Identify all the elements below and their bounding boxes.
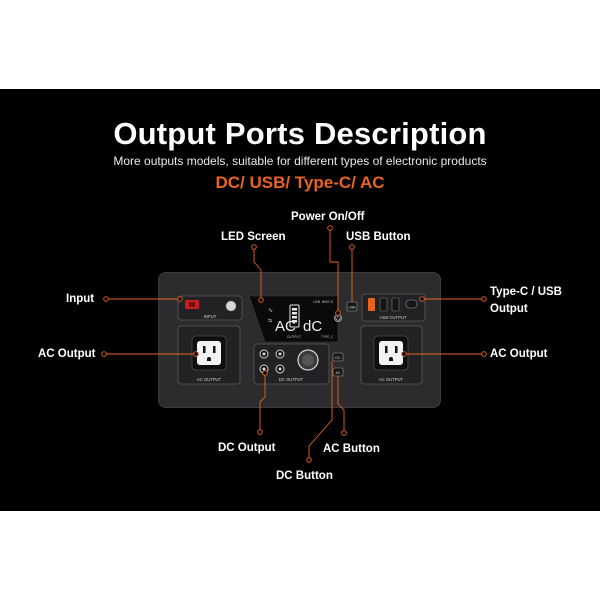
screen-e-indicator: E [331,300,334,304]
led-screen: AC dC OUTPUT USB BMS E TYPE_C ∿ ⇆ [248,295,339,343]
page-title: Output Ports Description [113,116,487,151]
dc-output-module: DC OUTPUT [253,343,330,385]
dc-button-tag: DC [335,356,341,360]
screen-typec-indicator: TYPE_C [321,335,334,339]
screen-ac-readout: AC [275,318,296,335]
control-buttons: DC AC [332,314,344,377]
callout-typec-usb-output: Type-C / USB Output [490,285,562,317]
input-fuse-icon [225,300,237,312]
dc-output-label: DC OUTPUT [279,377,304,382]
screen-ac-symbol-icon: ∿ [268,308,273,314]
port-types-heading: DC/ USB/ Type-C/ AC [215,173,385,192]
power-icon [335,316,341,321]
dc-button[interactable] [332,352,344,362]
usb-button-tag: USB [349,306,357,310]
ac-outlet-left: AC OUTPUT [177,325,241,385]
callout-ac-output-left: AC Output [38,348,96,360]
ac-button-tag: AC [336,371,341,375]
usb-port-3 [391,297,400,312]
usb-output-label: USB OUTPUT [380,315,407,320]
usb-button-group: USB [346,301,358,312]
callout-ac-button: AC Button [323,443,380,455]
callout-typec-line1: Type-C / USB [490,286,562,298]
usb-qc-port [368,298,375,311]
battery-icon [289,304,300,328]
callout-ac-output-right: AC Output [490,348,548,360]
callout-usb-button: USB Button [346,231,411,243]
input-label: INPUT [204,314,217,319]
callout-dc-button: DC Button [276,470,333,482]
usb-port-2 [379,297,388,312]
input-module: INPUT [177,295,243,321]
screen-bms-indicator: BMS [322,300,330,304]
usb-output-module: USB OUTPUT [361,293,426,322]
callout-led-screen: LED Screen [221,231,286,243]
typec-port [405,299,418,309]
callout-lines [101,225,487,463]
callout-power-on-off: Power On/Off [291,211,365,223]
screen-dc-readout: dC [303,318,322,335]
page-subtitle: More outputs models, suitable for differ… [113,154,487,168]
ac-outlet-right: AC OUTPUT [360,325,423,385]
ac-output-left-label: AC OUTPUT [197,377,222,382]
screen-usb-symbol-icon: ⇆ [268,318,272,324]
ac-output-right-label: AC OUTPUT [379,377,404,382]
callout-typec-line2: Output [490,303,528,315]
callout-dc-output: DC Output [218,442,276,454]
screen-usb-indicator: USB [313,300,321,304]
screen-output-label: OUTPUT [287,335,302,339]
callout-input: Input [66,293,95,305]
